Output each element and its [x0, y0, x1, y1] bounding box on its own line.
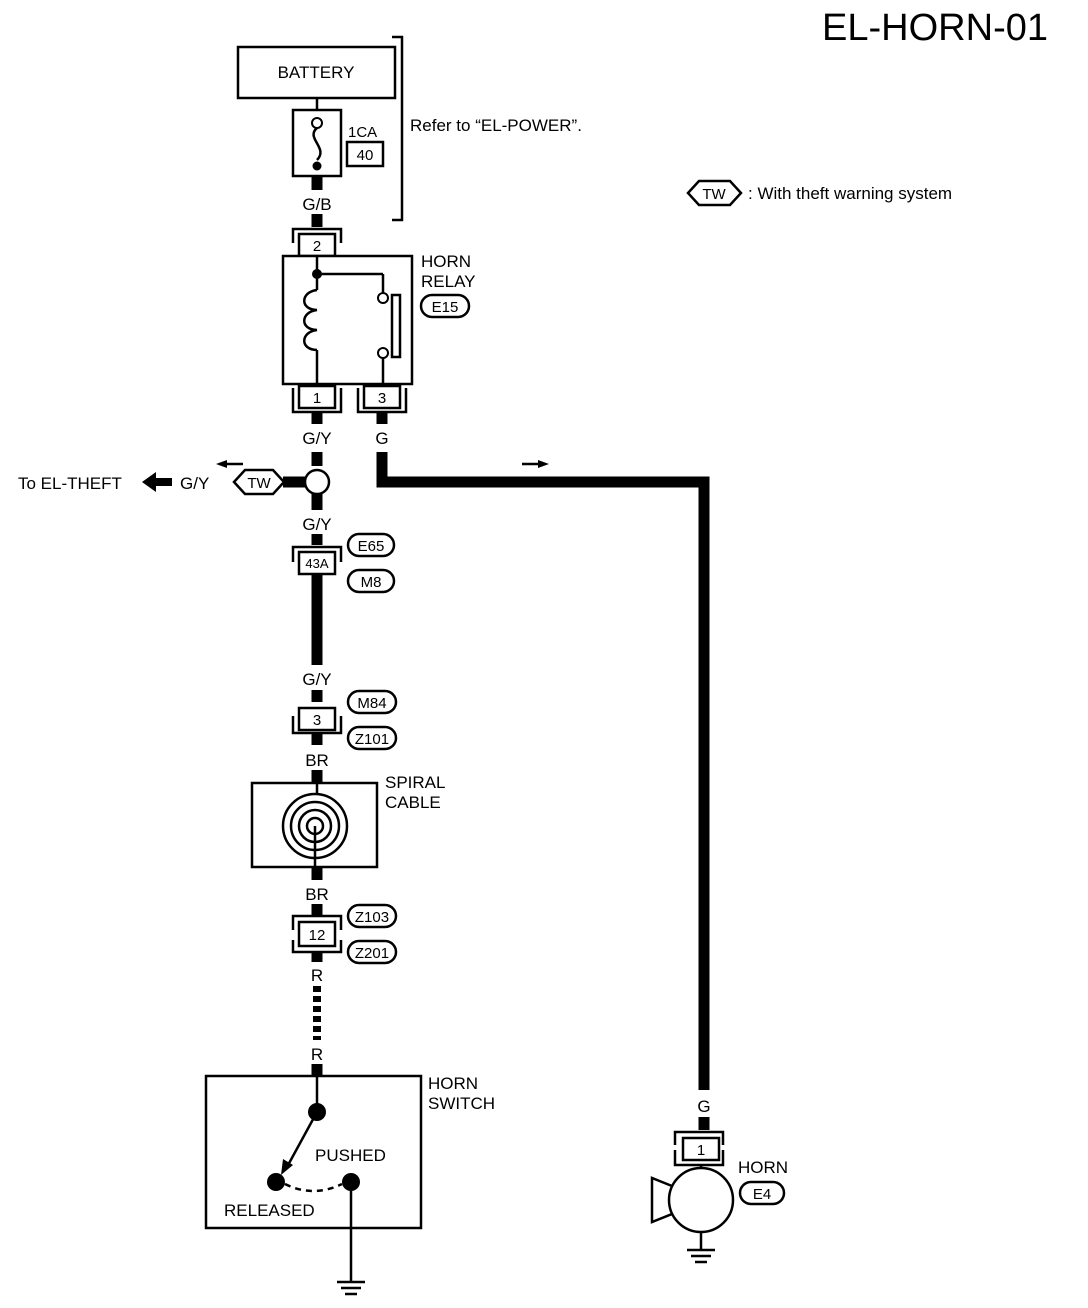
relay-label-2: RELAY	[421, 272, 476, 291]
connector-43a: 43A E65 M8	[291, 532, 396, 594]
switch-label-2: SWITCH	[428, 1094, 495, 1113]
connector-z101-tag: Z101	[355, 731, 389, 748]
relay-label-1: HORN	[421, 252, 471, 271]
connector-z201: Z201	[355, 945, 389, 962]
switch-pushed: PUSHED	[315, 1146, 386, 1165]
connector-12: 12 Z103 Z201	[291, 903, 398, 965]
wire-color-g-1: G	[375, 429, 388, 448]
wire-color-r-1: R	[311, 966, 323, 985]
flow-arrow-left	[216, 460, 243, 468]
legend-tw: TW : With theft warning system	[686, 179, 952, 207]
horn-relay: 2 1 3 HORN RELAY E15	[281, 227, 476, 414]
connector-m8: M8	[361, 574, 382, 591]
switch-released: RELEASED	[224, 1201, 315, 1220]
connector-e65: E65	[358, 538, 385, 555]
junction-node	[303, 468, 331, 496]
flow-arrow-right	[522, 460, 549, 468]
wire-g-to-horn	[376, 452, 710, 1090]
wire-color-gy-theft: G/Y	[180, 474, 209, 493]
connector-12-pin: 12	[309, 927, 326, 944]
horn-connector: E4	[753, 1186, 771, 1203]
wire-color-g-2: G	[697, 1097, 710, 1116]
wire-color-gy-3: G/Y	[302, 670, 331, 689]
wire-color-gy-1: G/Y	[302, 429, 331, 448]
wire-color-br-1: BR	[305, 751, 329, 770]
connector-z103: Z103	[355, 909, 389, 926]
fuse-name: 1CA	[348, 124, 377, 141]
wire-color-gb: G/B	[302, 195, 331, 214]
ground-switch	[337, 1280, 365, 1296]
horn-pin: 1	[697, 1142, 705, 1159]
power-bracket	[392, 35, 404, 222]
battery-label: BATTERY	[278, 63, 355, 82]
switch-label-1: HORN	[428, 1074, 478, 1093]
tw-tag-theft: TW	[232, 468, 286, 496]
horn-label: HORN	[738, 1158, 788, 1177]
legend-text: : With theft warning system	[748, 184, 952, 203]
wire-color-br-2: BR	[305, 885, 329, 904]
diagram-title: EL-HORN-01	[822, 7, 1048, 49]
ground-horn	[687, 1248, 715, 1264]
relay-pin-2: 2	[313, 238, 321, 255]
connector-43a-pin: 43A	[305, 556, 328, 571]
spiral-label-1: SPIRAL	[385, 773, 445, 792]
legend-tag: TW	[702, 186, 726, 203]
connector-m84-tag: M84	[357, 695, 386, 712]
relay-pin-3: 3	[378, 390, 386, 407]
battery: BATTERY	[236, 45, 397, 100]
fuse-rating: 40	[357, 147, 374, 164]
connector-m84-pin: 3	[313, 712, 321, 729]
connector-m84: 3 M84 Z101	[291, 689, 398, 751]
to-theft-arrow	[142, 472, 172, 492]
to-theft-label: To EL-THEFT	[18, 474, 122, 493]
refer-note: Refer to “EL-POWER”.	[410, 116, 582, 135]
horn-switch: HORN SWITCH PUSHED RELEASED	[204, 1074, 495, 1282]
fuse-1ca: 1CA 40	[291, 108, 385, 178]
wire-color-r-2: R	[311, 1045, 323, 1064]
horn: 1 HORN E4	[650, 1130, 788, 1250]
relay-pin-1: 1	[313, 390, 321, 407]
spiral-cable: SPIRAL CABLE	[250, 773, 445, 869]
spiral-label-2: CABLE	[385, 793, 441, 812]
wire-color-gy-2: G/Y	[302, 515, 331, 534]
tw-tag-theft-label: TW	[247, 475, 271, 492]
relay-connector: E15	[432, 299, 459, 316]
